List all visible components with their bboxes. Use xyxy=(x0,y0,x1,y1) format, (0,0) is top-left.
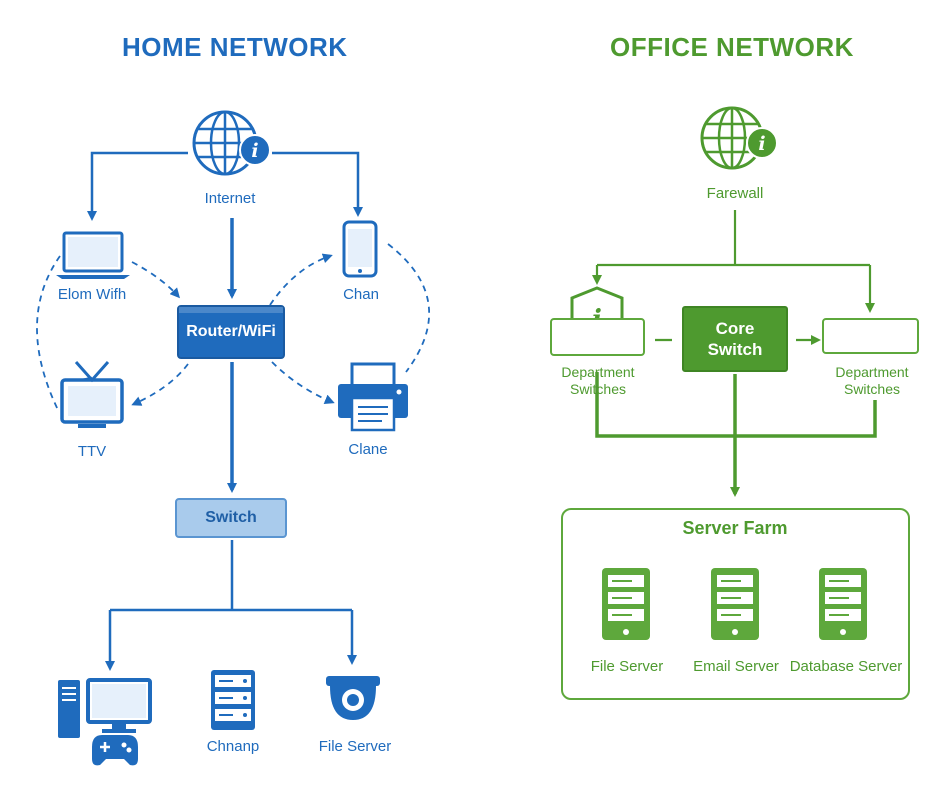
switch-to-devices-line xyxy=(110,540,352,612)
router-wifi-node[interactable]: Router/WiFi xyxy=(177,305,285,359)
core-switch-label-line2: Switch xyxy=(707,340,763,359)
camera-label: File Server xyxy=(318,738,392,755)
database-server-label: Database Server xyxy=(789,658,903,675)
gamepad-icon xyxy=(92,735,138,766)
laptop-tv-dashed xyxy=(36,255,61,411)
department-switch-right[interactable] xyxy=(822,318,919,354)
department-switch-left[interactable] xyxy=(550,318,645,356)
office-connectors xyxy=(592,210,877,497)
tv-icon xyxy=(60,361,124,428)
phone-label: Chan xyxy=(343,286,379,303)
firewall-globe-icon: i xyxy=(700,106,778,170)
dept-right-label-line1: Department xyxy=(835,364,909,380)
home-network-title: HOME NETWORK xyxy=(122,32,348,62)
router-tv-dashed xyxy=(131,363,189,406)
internet-label: Internet xyxy=(204,190,256,207)
tv-label: TTV xyxy=(77,443,107,460)
dept-right-label-line2: Switches xyxy=(843,381,901,397)
internet-to-laptop-line xyxy=(87,151,188,221)
internet-to-phone-line xyxy=(272,151,363,217)
database-server-icon xyxy=(819,568,867,640)
server-rack-icon xyxy=(211,670,255,730)
desktop-computer-icon xyxy=(58,678,152,738)
file-server-label: File Server xyxy=(590,658,664,675)
server-farm-title: Server Farm xyxy=(682,518,788,538)
department-switches-left-label: Department Switches xyxy=(561,364,634,398)
phone-icon xyxy=(342,220,378,278)
router-phone-dashed xyxy=(269,253,333,306)
phone-printer-dashed xyxy=(387,243,430,373)
aggregation-line xyxy=(595,372,877,438)
printer-label: Clane xyxy=(348,441,388,458)
security-camera-icon xyxy=(326,676,380,720)
home-switch-node[interactable]: Switch xyxy=(175,498,287,538)
core-switch-label-line1: Core xyxy=(715,319,755,338)
email-server-icon xyxy=(711,568,759,640)
firewall-label: Farewall xyxy=(706,185,764,202)
laptop-label: Elom Wifh xyxy=(57,286,127,303)
laptop-router-dashed xyxy=(131,261,180,299)
dept-left-label-line2: Switches xyxy=(569,381,627,397)
svg-text:i: i xyxy=(251,140,258,162)
email-server-label: Email Server xyxy=(693,658,779,675)
server-farm-container xyxy=(561,508,910,700)
printer-icon xyxy=(338,362,408,432)
switch-label: Switch xyxy=(205,509,257,526)
laptop-icon xyxy=(56,231,130,279)
office-network-title: OFFICE NETWORK xyxy=(610,32,854,62)
home-connectors xyxy=(36,151,430,671)
router-label: Router/WiFi xyxy=(186,323,276,340)
server-rack-label: Chnanp xyxy=(206,738,260,755)
router-printer-dashed xyxy=(271,361,335,404)
globe-icon: i xyxy=(192,110,271,176)
svg-text:i: i xyxy=(758,133,765,155)
department-switches-right-label: Department Switches xyxy=(835,364,908,398)
file-server-icon xyxy=(602,568,650,640)
core-switch-node[interactable]: Core Switch xyxy=(682,306,788,372)
dept-left-label-line1: Department xyxy=(561,364,635,380)
